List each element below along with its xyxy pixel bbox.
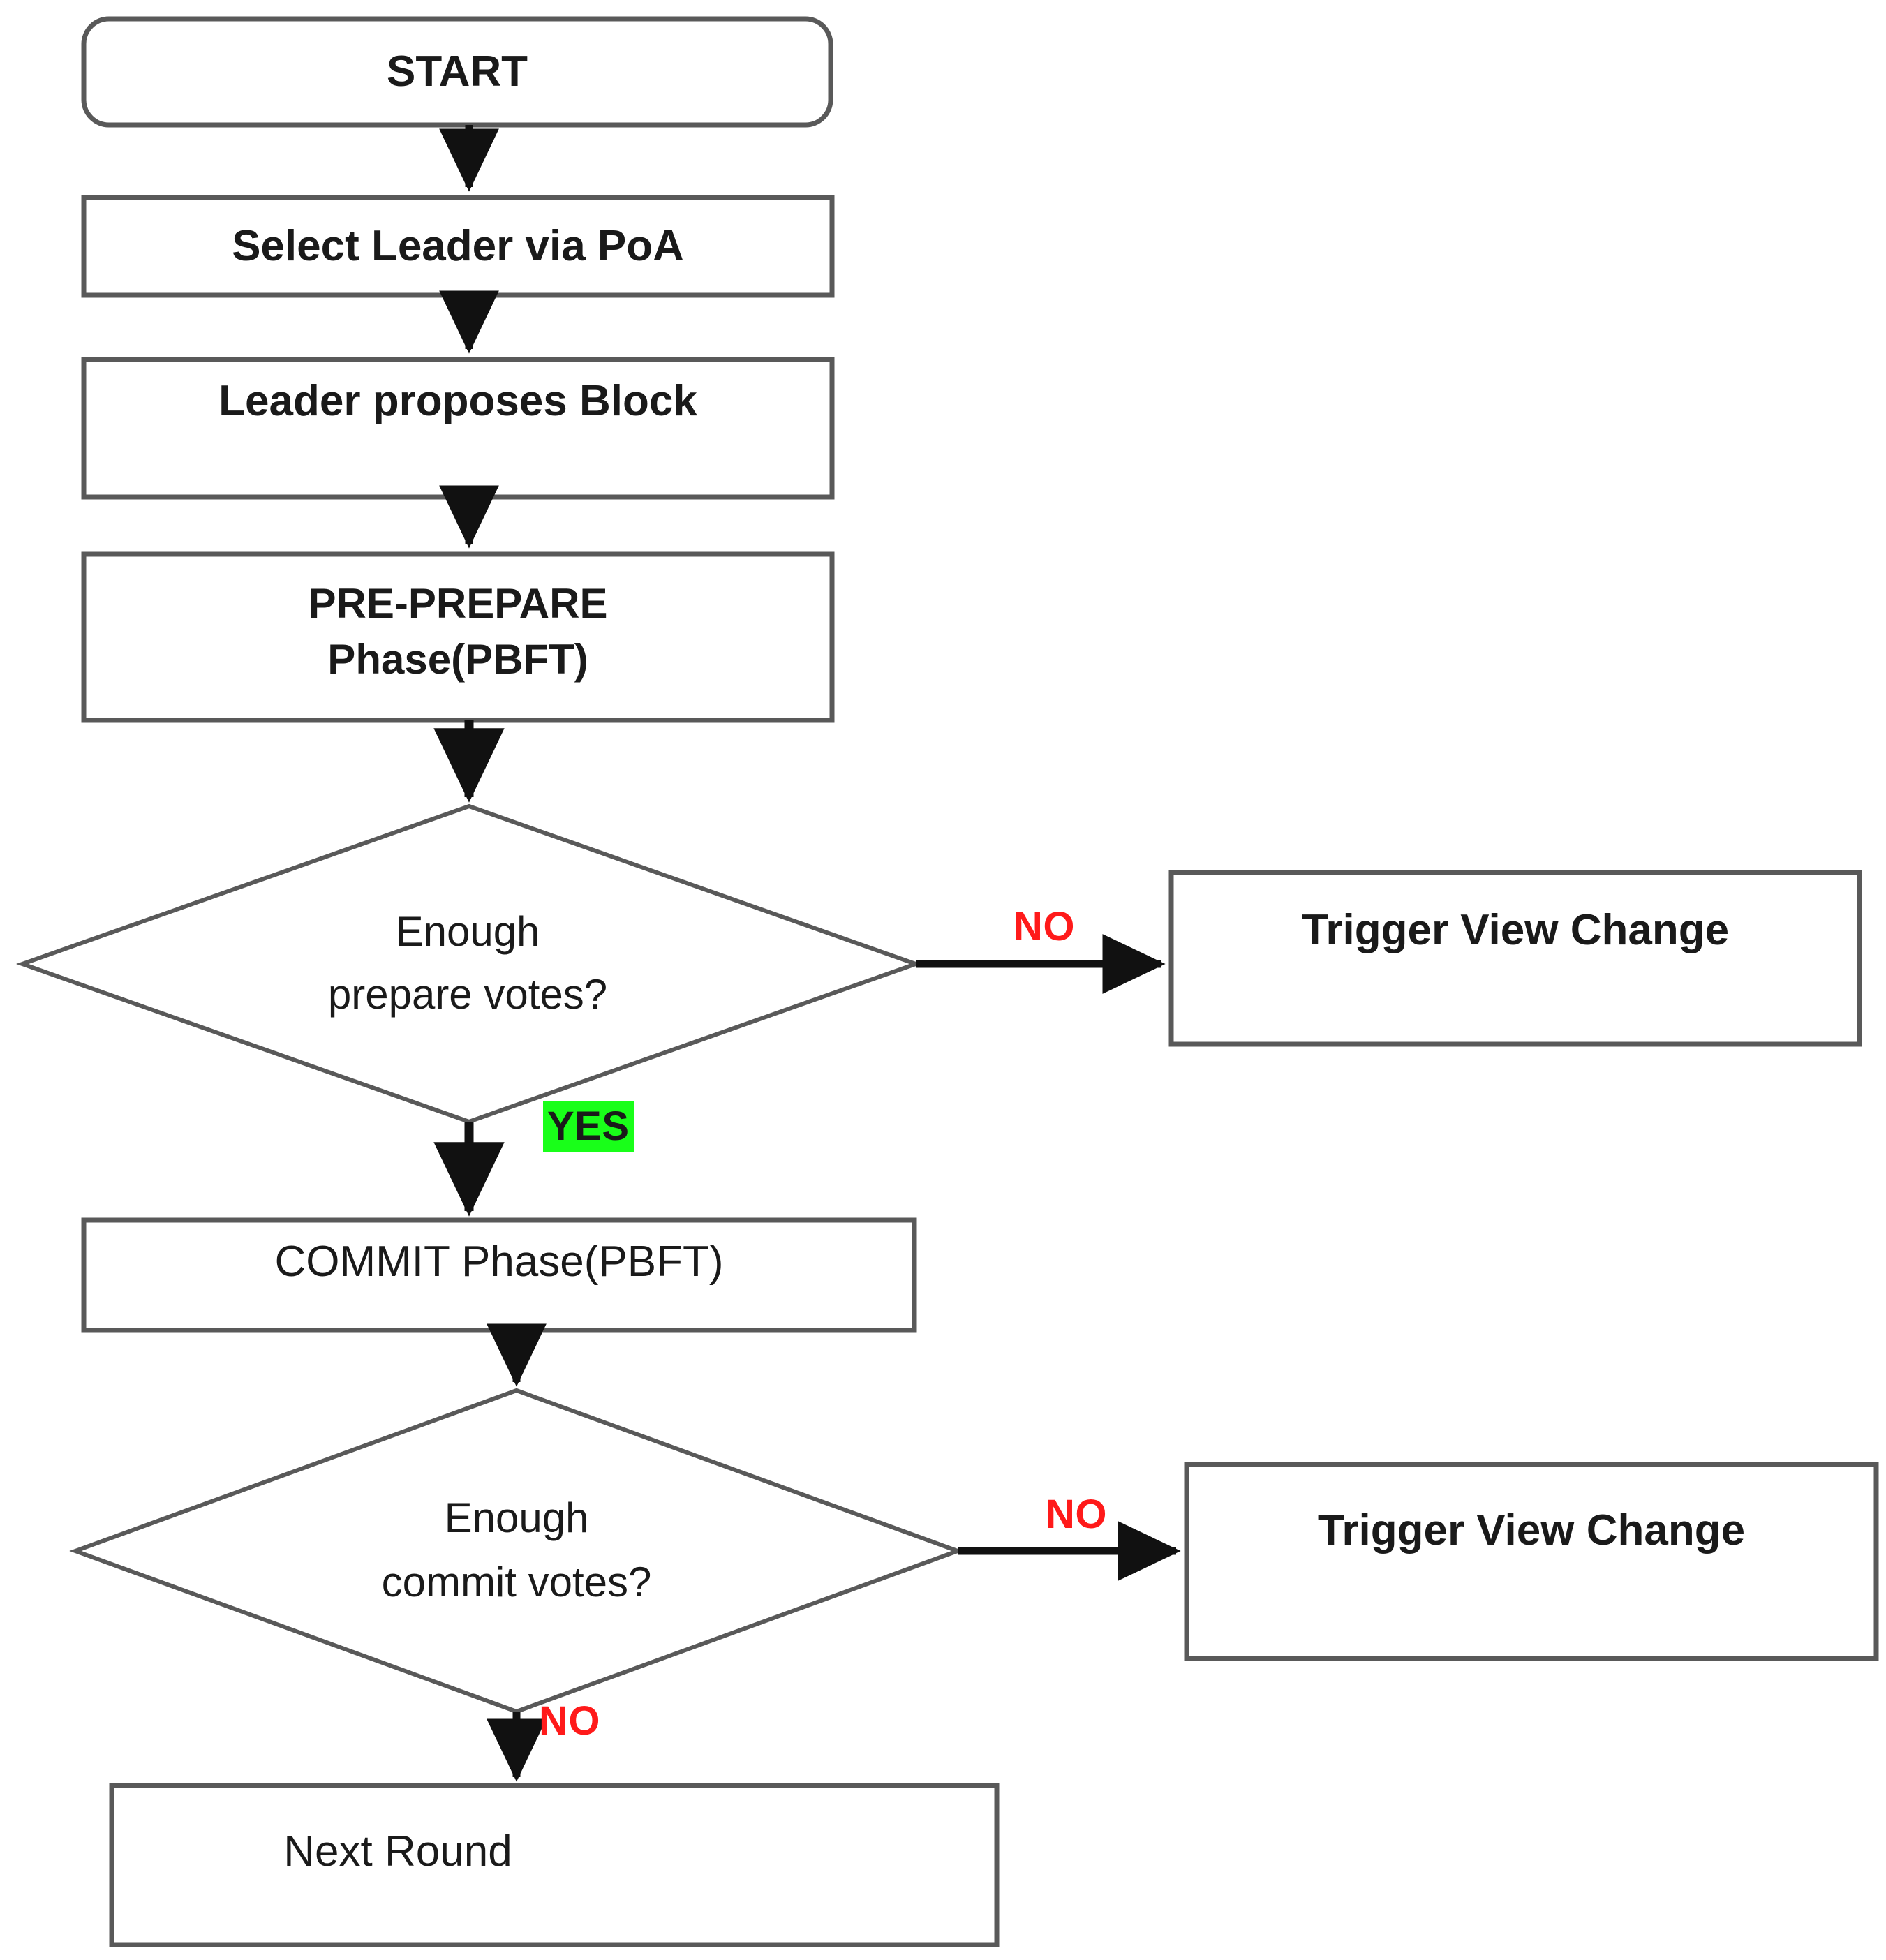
node-propose-block[interactable] (81, 357, 835, 500)
edge-label-no-next-round: NO (539, 1698, 600, 1744)
node-commit-phase[interactable] (81, 1217, 917, 1333)
node-pre-prepare[interactable] (81, 551, 835, 723)
node-decide-commit[interactable] (69, 1388, 964, 1714)
edge-label-no-prepare: NO (1013, 904, 1075, 949)
node-next-round[interactable] (109, 1783, 1000, 1947)
node-select-leader[interactable] (81, 195, 835, 298)
node-start[interactable] (81, 16, 833, 128)
node-view-change-1[interactable] (1168, 870, 1862, 1047)
edge-label-no-commit: NO (1046, 1492, 1107, 1537)
edge-label-yes-prepare: YES (543, 1101, 634, 1152)
node-decide-prepare[interactable] (15, 803, 923, 1124)
node-view-change-2[interactable] (1184, 1462, 1879, 1661)
